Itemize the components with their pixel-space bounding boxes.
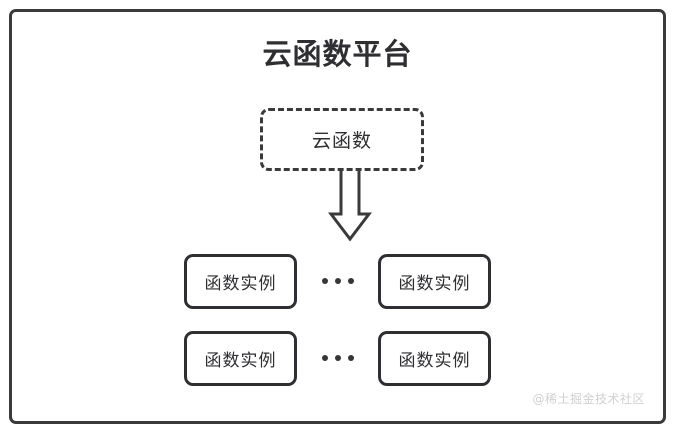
ellipsis-dot <box>347 278 354 284</box>
instance-row: 函数实例 函数实例 <box>12 253 663 309</box>
function-instance-label: 函数实例 <box>204 273 277 294</box>
function-instance-label: 函数实例 <box>204 350 277 371</box>
instance-row: 函数实例 函数实例 <box>12 330 663 386</box>
function-instance-box[interactable]: 函数实例 <box>378 253 491 309</box>
down-arrow-icon <box>327 170 373 242</box>
ellipsis-icon <box>297 331 378 386</box>
cloud-function-label: 云函数 <box>311 130 372 152</box>
ellipsis-dot <box>334 278 341 284</box>
platform-frame: 云函数平台 云函数 函数实例 函数实例 函数实例 函数实例 <box>9 9 666 424</box>
page-title: 云函数平台 <box>262 37 413 71</box>
cloud-function-node[interactable]: 云函数 <box>260 108 424 171</box>
down-arrow-svg <box>327 170 373 242</box>
function-instance-label: 函数实例 <box>398 350 471 371</box>
function-instance-box[interactable]: 函数实例 <box>184 253 297 309</box>
ellipsis-icon <box>297 254 378 309</box>
watermark: @稀土掘金技术社区 <box>532 392 645 406</box>
ellipsis-dot <box>347 355 354 361</box>
function-instance-label: 函数实例 <box>398 273 471 294</box>
ellipsis-dot <box>321 355 328 361</box>
function-instance-box[interactable]: 函数实例 <box>378 330 491 386</box>
ellipsis-dot <box>334 355 341 361</box>
function-instance-box[interactable]: 函数实例 <box>184 330 297 386</box>
ellipsis-dot <box>321 278 328 284</box>
